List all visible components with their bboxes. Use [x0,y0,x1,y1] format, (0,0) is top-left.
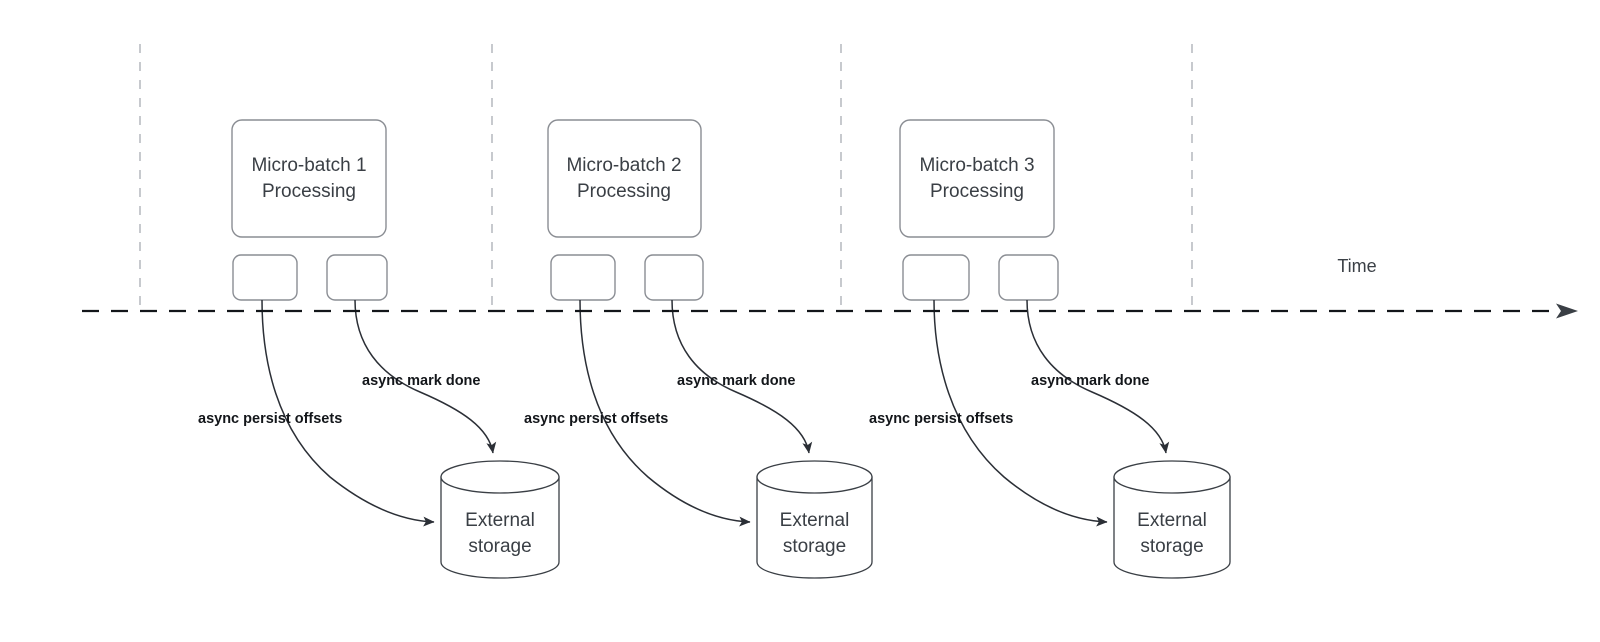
mark-done-label-1: async mark done [362,373,480,389]
micro-batch-sublabel-1: Processing [262,181,356,202]
mark-done-edge-2 [671,299,813,454]
external-storage-sublabel-2: storage [783,536,846,557]
persist-offsets-label-3: async persist offsets [869,411,1013,427]
external-storage-1[interactable] [440,460,560,579]
mark-done-edge-3 [1026,299,1170,454]
task-box-3a[interactable] [902,254,970,301]
micro-batch-box-3[interactable] [899,119,1055,238]
mark-done-label-2: async mark done [677,373,795,389]
external-storage-2[interactable] [756,460,873,579]
persist-offsets-label-2: async persist offsets [524,411,668,427]
timeline-ticks [139,44,1193,311]
group-1: Micro-batch 1 Processing async persist o… [198,119,560,579]
micro-batch-sublabel-2: Processing [577,181,671,202]
persist-offsets-edge-1 [261,299,435,527]
mark-done-label-3: async mark done [1031,373,1149,389]
group-2: Micro-batch 2 Processing async persist o… [524,119,873,579]
mark-done-edge-1 [354,299,497,454]
external-storage-label-2: External [780,510,850,531]
persist-offsets-label-1: async persist offsets [198,411,342,427]
time-axis-label: Time [1337,256,1376,276]
timeline-arrow-icon [1556,303,1578,319]
micro-batch-box-2[interactable] [547,119,702,238]
external-storage-label-1: External [465,510,535,531]
persist-offsets-edge-3 [933,299,1108,527]
external-storage-label-3: External [1137,510,1207,531]
micro-batch-label-2: Micro-batch 2 [566,155,681,176]
timeline-axis [82,303,1578,319]
task-box-2a[interactable] [550,254,616,301]
external-storage-sublabel-3: storage [1140,536,1203,557]
micro-batch-sublabel-3: Processing [930,181,1024,202]
micro-batch-box-1[interactable] [231,119,387,238]
task-box-1b[interactable] [326,254,388,301]
group-3: Micro-batch 3 Processing async persist o… [869,119,1231,579]
persist-offsets-edge-2 [579,299,751,527]
task-box-2b[interactable] [644,254,704,301]
micro-batch-label-3: Micro-batch 3 [919,155,1034,176]
micro-batch-label-1: Micro-batch 1 [251,155,366,176]
task-box-3b[interactable] [998,254,1059,301]
task-box-1a[interactable] [232,254,298,301]
external-storage-3[interactable] [1113,460,1231,579]
external-storage-sublabel-1: storage [468,536,531,557]
